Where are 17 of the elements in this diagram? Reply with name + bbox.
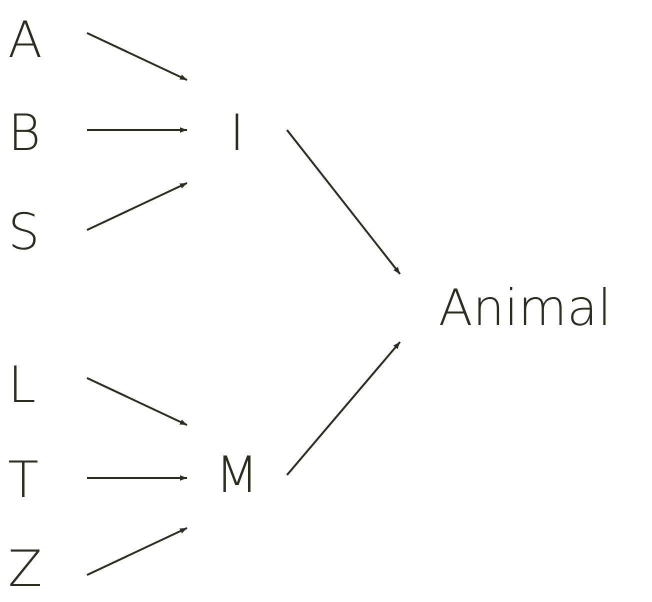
arrow <box>86 182 188 231</box>
arrow <box>286 341 401 476</box>
node-label: Animal <box>438 283 612 333</box>
node-label: I <box>230 108 244 158</box>
arrow <box>87 475 187 481</box>
node-label: B <box>8 108 41 158</box>
node-label: Z <box>8 544 42 594</box>
arrow <box>286 129 401 275</box>
arrow <box>87 127 187 133</box>
node-label: T <box>8 455 39 505</box>
arrow <box>86 527 188 576</box>
node-label: M <box>215 450 259 500</box>
arrow <box>86 32 188 81</box>
node-label: S <box>8 207 40 257</box>
node-label: L <box>8 360 36 410</box>
node-label: A <box>8 15 42 65</box>
arrow <box>86 377 188 426</box>
